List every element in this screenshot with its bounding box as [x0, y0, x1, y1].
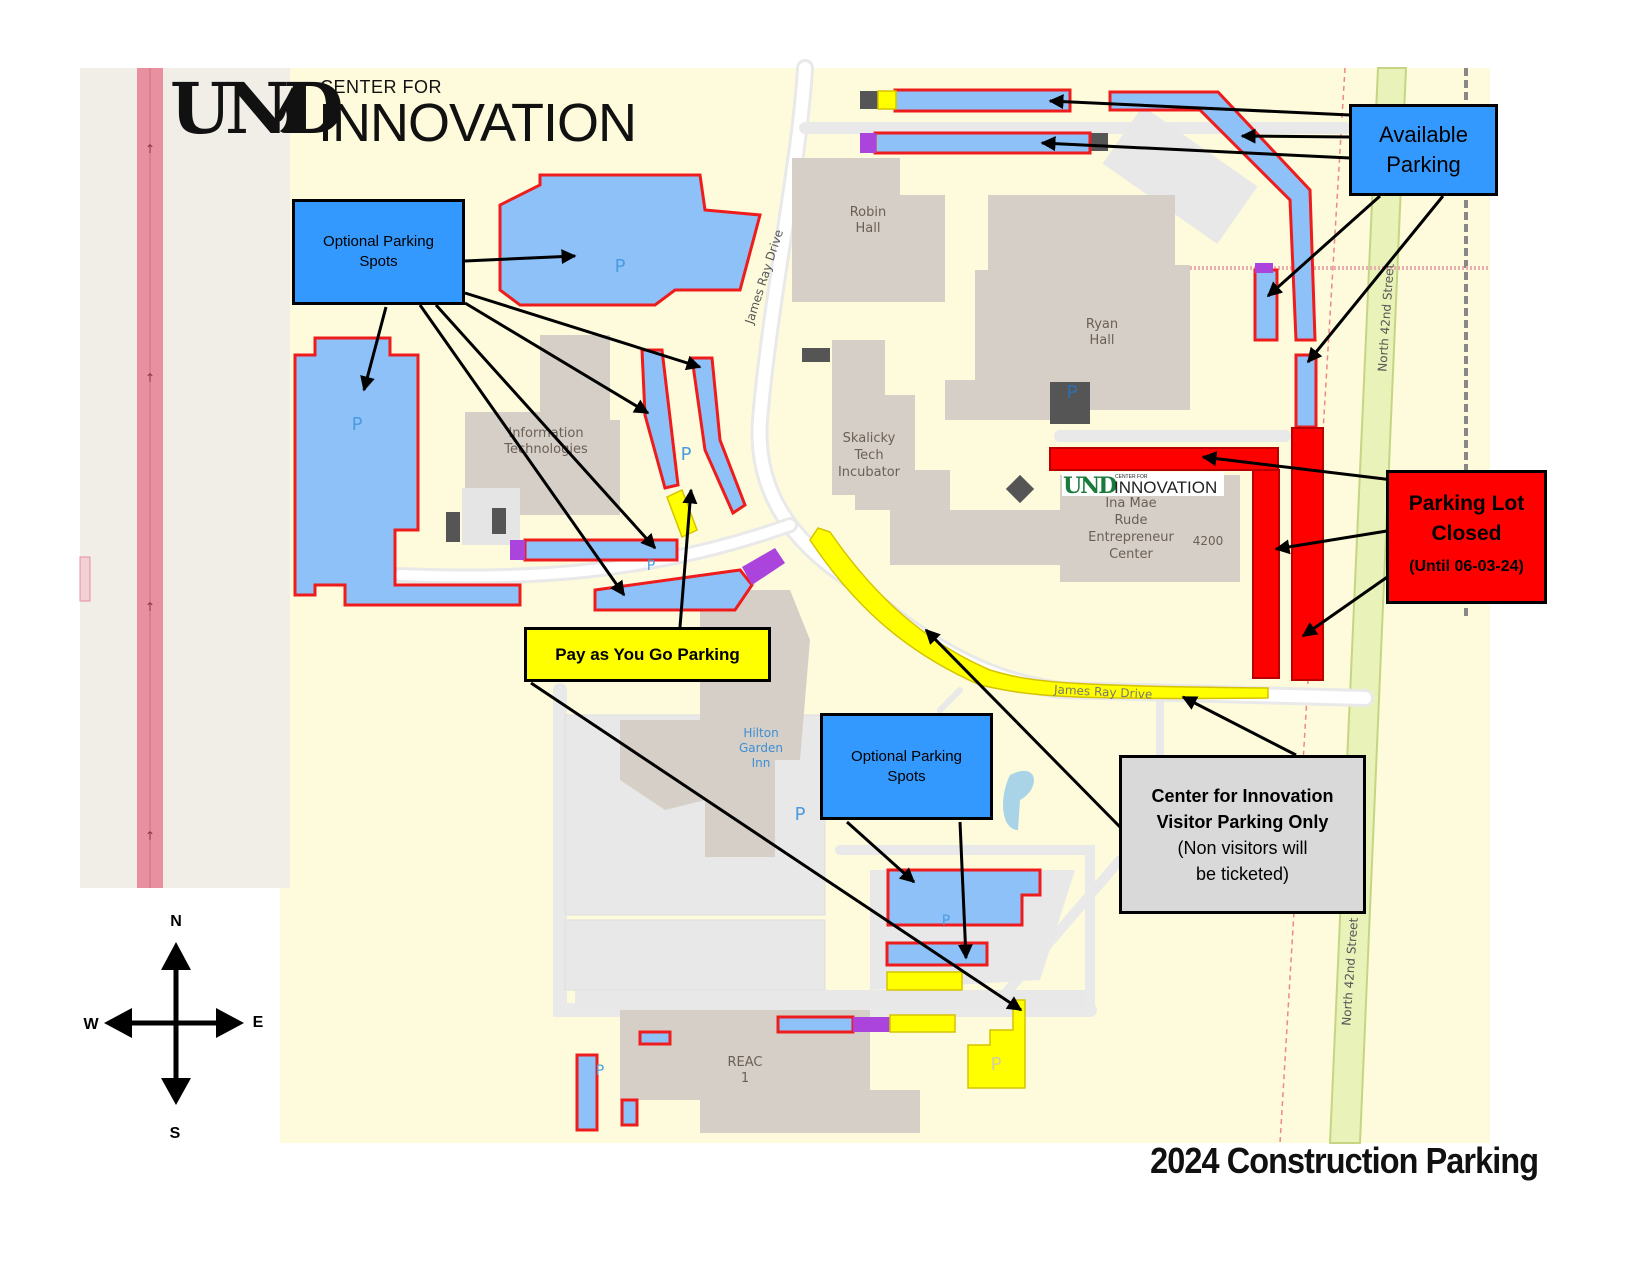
compass-e: E — [253, 1014, 264, 1031]
compass-panel — [80, 888, 280, 1143]
closed-line2: Closed — [1431, 522, 1502, 545]
accessible-spots — [510, 133, 1273, 1032]
west-land — [80, 68, 290, 888]
logo-center-for: CENTER FOR — [320, 77, 442, 97]
visitor-line4: be ticketed) — [1195, 863, 1290, 884]
optional-2-line1: Optional Parking — [851, 747, 962, 765]
james-ray-drive-label-2: James Ray Drive — [1053, 682, 1153, 701]
optional-1-line2: Spots — [359, 253, 398, 270]
dark-structures — [446, 91, 1108, 542]
pond — [1003, 770, 1034, 830]
svg-text:INNOVATION: INNOVATION — [1114, 478, 1217, 497]
closed-line3: (Until 06-03-24) — [1409, 558, 1524, 575]
arrow-up-icon: ↑ — [145, 371, 155, 385]
visitor-parking-callout: Center for Innovation Visitor Parking On… — [1119, 755, 1366, 914]
map-title: 2024 Construction Parking — [1149, 1140, 1539, 1181]
parking-symbol: P — [942, 913, 950, 929]
optional-parking-callout-2: Optional Parking Spots — [820, 713, 993, 820]
parking-lot-closed-callout: Parking Lot Closed (Until 06-03-24) — [1386, 470, 1547, 604]
compass-rose: N S W E — [83, 913, 263, 1142]
east-arrow-icon — [216, 1008, 244, 1038]
inline-innovation-logo: UND CENTER FOR INNOVATION — [1062, 472, 1224, 499]
available-parking-callout: Available Parking — [1349, 104, 1498, 196]
north-arrow-icon — [161, 942, 191, 970]
visitor-line3: (Non visitors will — [1177, 837, 1308, 858]
optional-1-line1: Optional Parking — [323, 233, 434, 250]
pay-go-label: Pay as You Go Parking — [555, 644, 740, 664]
available-line2: Parking — [1386, 152, 1461, 177]
logo-und-text: UND — [170, 67, 344, 150]
parking-symbol: P — [596, 1063, 604, 1079]
parking-symbol: P — [352, 414, 363, 435]
compass-w: W — [83, 1016, 99, 1033]
pointer-arrows — [360, 94, 1445, 1012]
arrow-up-icon: ↑ — [145, 829, 155, 843]
compass-s: S — [170, 1125, 181, 1142]
closed-line1: Parking Lot — [1408, 492, 1525, 515]
south-arrow-icon — [161, 1078, 191, 1105]
svg-text:CENTER FOR: CENTER FOR — [1115, 474, 1148, 480]
visitor-line1: Center for Innovation — [1151, 785, 1334, 806]
buildings — [462, 158, 1240, 1133]
parking-symbol: P — [681, 444, 692, 465]
svg-text:UND: UND — [1063, 473, 1117, 499]
flame-icon — [277, 87, 300, 133]
parking-symbol: P — [991, 1054, 1002, 1075]
arrow-up-icon: ↑ — [145, 142, 155, 156]
optional-parking-callout-1: Optional Parking Spots — [292, 199, 465, 305]
address-4200: 4200 — [1193, 534, 1224, 548]
parking-symbol: P — [1067, 382, 1078, 403]
west-arrow-icon — [104, 1008, 132, 1038]
parking-symbol: P — [615, 256, 626, 277]
available-line1: Available — [1379, 122, 1468, 147]
parking-symbol: P — [647, 558, 655, 574]
visitor-line2: Visitor Parking Only — [1156, 811, 1329, 832]
logo-innovation: INNOVATION — [318, 93, 637, 153]
pay-as-you-go-callout: Pay as You Go Parking — [524, 627, 771, 682]
arrow-up-icon: ↑ — [145, 600, 155, 614]
und-innovation-logo: UND CENTER FOR INNOVATION — [170, 69, 710, 155]
compass-n: N — [170, 913, 182, 930]
optional-2-line2: Spots — [887, 767, 926, 785]
parking-symbol: P — [795, 804, 806, 825]
